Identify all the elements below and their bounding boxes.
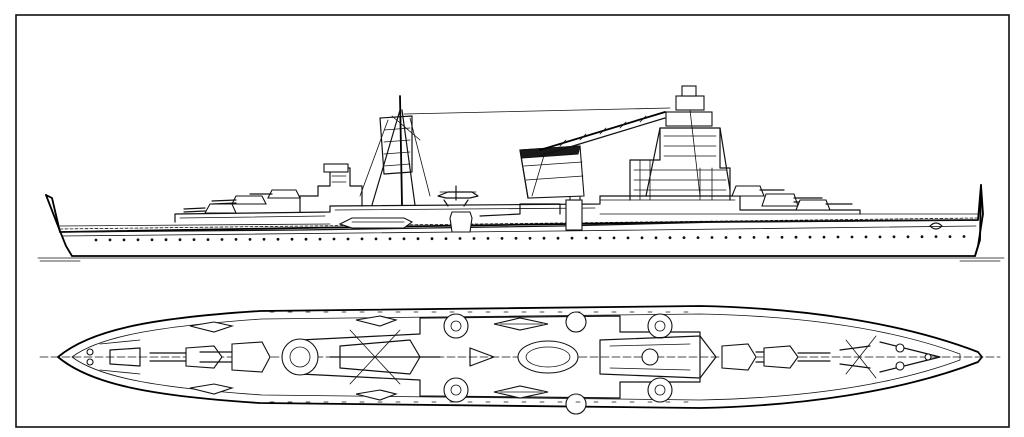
porthole [416,237,420,241]
porthole [290,237,294,241]
plan-hull [57,305,983,409]
forward-turret-b [731,185,785,197]
porthole [962,235,966,238]
aft-turret-superfiring [249,189,301,199]
boat-crane [531,111,666,197]
aft-turret-x [183,203,237,214]
porthole [304,237,308,241]
aa-mount-port-3 [647,313,673,339]
porthole [724,236,728,239]
porthole [402,237,406,241]
porthole [346,237,350,241]
porthole [612,236,616,240]
porthole [626,236,630,240]
porthole [500,237,504,240]
porthole [780,235,784,239]
funnel [519,145,585,199]
porthole [920,235,924,239]
porthole [318,237,322,241]
aerial-wire [403,107,671,115]
forward-turret-a2 [795,199,853,211]
porthole [458,237,462,240]
porthole [136,238,140,242]
porthole [836,235,840,239]
porthole [192,238,196,242]
aa-mount-stbd-3 [647,377,673,403]
porthole [542,236,546,240]
anchor [929,222,943,230]
porthole [374,237,378,241]
porthole [220,238,224,241]
porthole [486,237,490,240]
porthole [598,236,602,240]
porthole [654,236,658,240]
porthole [472,237,476,240]
aa-mount-port-2 [565,311,587,333]
porthole [892,235,896,239]
porthole [584,236,588,240]
porthole [766,235,770,239]
porthole [178,238,182,242]
porthole [248,238,252,241]
plan-funnel [517,340,579,374]
porthole [808,235,812,239]
drawing-frame [15,14,1010,428]
porthole [444,237,448,241]
plan-view [39,305,1001,415]
aa-mount-stbd-1 [443,377,469,403]
porthole [570,236,574,240]
porthole [514,236,518,240]
porthole [388,237,392,241]
porthole [150,238,154,242]
aa-mount-port-1 [443,313,469,339]
seaplane [437,185,479,207]
porthole [360,237,364,241]
porthole [682,236,686,240]
porthole [822,235,826,239]
profile-view [37,85,1005,262]
porthole [864,235,868,239]
main-mast [359,95,431,206]
porthole [94,238,98,242]
porthole [934,235,938,239]
porthole [206,238,210,242]
porthole [276,237,280,241]
porthole [164,238,168,242]
porthole [710,236,714,239]
forward-superstructure [629,85,731,201]
porthole [738,236,742,239]
porthole [948,235,952,239]
porthole [794,235,798,239]
porthole [262,237,266,241]
porthole [556,236,560,240]
porthole [668,236,672,240]
porthole [640,236,644,240]
porthole [696,236,700,240]
plan-fwd-turret-2 [763,345,831,369]
porthole [850,235,854,239]
aa-mount-stbd-2 [565,393,587,415]
porthole [752,236,756,239]
plan-aft-turret-2 [199,341,271,373]
porthole [332,237,336,241]
portholes [94,235,966,242]
porthole [430,237,434,241]
porthole [122,238,126,242]
porthole [906,235,910,239]
porthole [108,238,112,242]
porthole [528,236,532,240]
porthole [234,238,238,241]
porthole [878,235,882,239]
aft-turret-y [211,195,267,205]
